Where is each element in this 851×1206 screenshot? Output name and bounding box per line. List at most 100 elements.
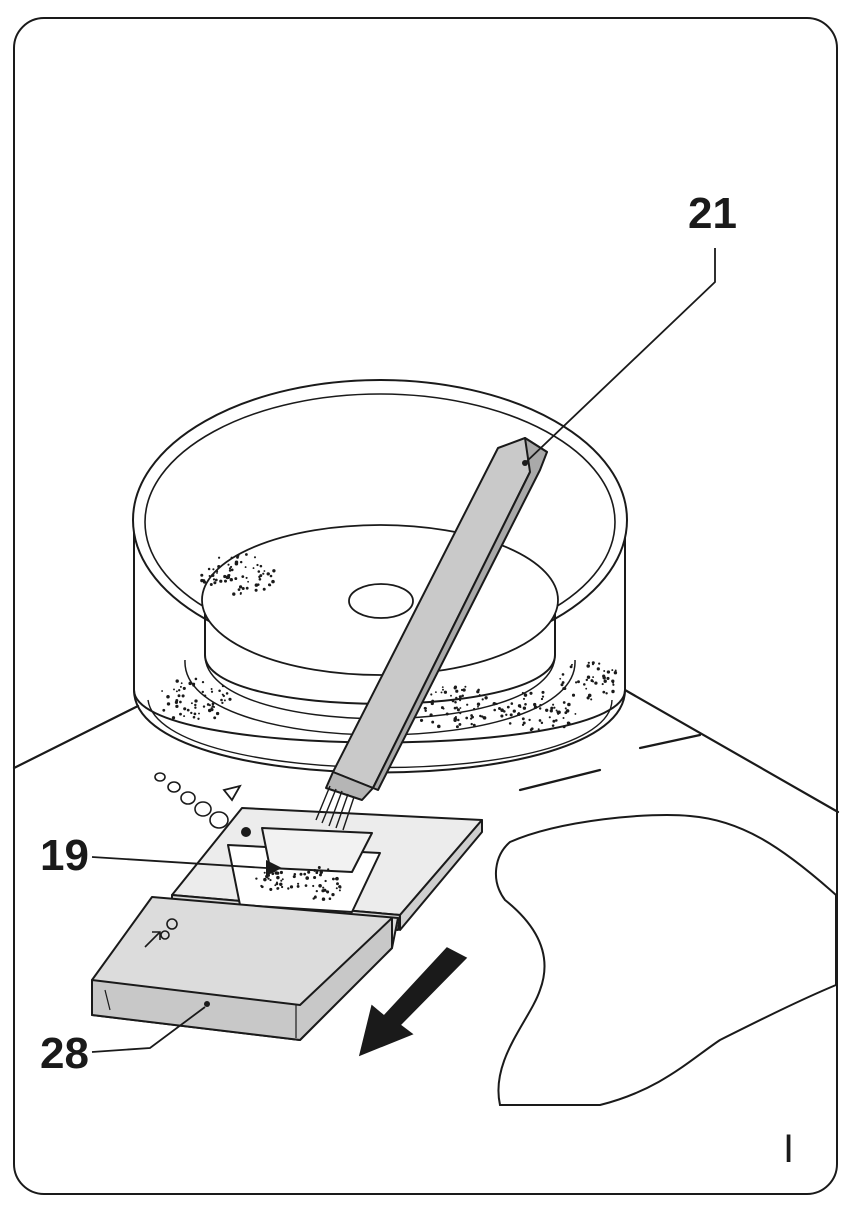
ground-particle [455, 725, 459, 729]
ground-particle [276, 887, 280, 890]
ground-particle [210, 707, 213, 710]
ground-particle [268, 584, 272, 587]
grounds-drawer [91, 896, 399, 1041]
ground-particle [190, 711, 193, 715]
ground-particle [312, 884, 315, 888]
ground-particle [500, 708, 504, 712]
page-frame [13, 17, 838, 1195]
ground-particle [562, 701, 566, 704]
ground-particle [192, 715, 196, 719]
ground-particle [293, 873, 297, 876]
ground-particle [540, 697, 544, 701]
ground-particle [470, 722, 473, 726]
ground-particle [611, 689, 615, 694]
ground-particle [179, 700, 182, 704]
center-hole [348, 583, 414, 619]
ground-particle [455, 706, 458, 709]
ground-particle [180, 682, 183, 685]
ground-particle [207, 708, 212, 713]
ground-particle [585, 687, 588, 690]
ground-particle [512, 709, 516, 713]
ground-particle [254, 588, 258, 592]
ground-particle [606, 670, 611, 674]
ground-particle [275, 881, 279, 884]
ground-particle [603, 679, 607, 683]
ground-particle [162, 708, 166, 712]
ground-particle [217, 565, 221, 569]
ground-particle [517, 711, 520, 714]
ground-particle [451, 699, 455, 703]
ground-particle [269, 887, 273, 891]
ground-particle [453, 685, 458, 689]
ground-particle [305, 876, 309, 880]
ground-particle [319, 870, 323, 874]
ground-particle [326, 890, 330, 894]
ground-particle [505, 713, 508, 716]
ground-particle [213, 716, 217, 720]
ground-particle [583, 683, 586, 686]
ground-particle [437, 724, 441, 729]
ground-particle [239, 560, 243, 564]
ground-particle [508, 722, 512, 725]
ground-particle [482, 716, 487, 720]
ground-particle [548, 716, 551, 719]
ground-particle [510, 702, 514, 705]
ground-particle [280, 885, 284, 889]
ground-particle [476, 690, 480, 694]
leader-lines [91, 248, 716, 1053]
ground-particle [307, 870, 311, 874]
ground-particle [177, 694, 181, 698]
ground-particle [533, 705, 538, 709]
ground-particle [234, 560, 239, 564]
ground-particle [228, 697, 232, 701]
ground-particle [564, 707, 567, 710]
ground-particle [484, 696, 488, 700]
ground-particle [274, 884, 277, 887]
ground-particle [296, 884, 300, 888]
ground-particle [271, 872, 275, 876]
ground-particle [591, 680, 595, 683]
ground-particle [561, 673, 565, 676]
ground-particle [319, 873, 322, 877]
ground-particle [198, 712, 200, 715]
ground-particle [587, 661, 590, 664]
ground-particle [213, 706, 216, 708]
ground-particle [203, 694, 207, 698]
ground-particle [431, 720, 435, 724]
ground-particle [500, 714, 504, 718]
ground-particle [213, 581, 217, 585]
ground-particle [538, 707, 542, 710]
ground-particle [178, 689, 181, 692]
ground-particle [217, 556, 221, 559]
ground-particle [577, 680, 580, 684]
ground-particle [495, 702, 498, 706]
ground-particle [234, 577, 238, 581]
ground-particle [313, 875, 317, 880]
ground-particle [545, 708, 549, 712]
ground-particle [602, 674, 606, 678]
ground-particle [166, 702, 171, 706]
ground-particle [220, 698, 223, 702]
ground-particle [175, 679, 179, 683]
ground-particle [303, 872, 307, 876]
ground-particle [257, 583, 260, 586]
ground-particle [464, 685, 467, 688]
ground-particle [571, 693, 576, 697]
ground-particle [211, 702, 215, 706]
ground-particle [591, 661, 595, 665]
ground-particle [569, 665, 573, 669]
ground-particle [441, 686, 444, 688]
ground-particle [179, 685, 182, 688]
ground-particle [229, 578, 233, 582]
ground-particle [430, 701, 434, 706]
ground-particle [175, 690, 178, 693]
ground-particle [440, 691, 443, 694]
ground-particle [262, 572, 265, 575]
ground-particle [219, 579, 223, 583]
ground-particle [586, 696, 590, 700]
ground-particle [223, 699, 226, 702]
ground-particle [258, 577, 262, 581]
ground-particle [551, 724, 555, 727]
ground-particle [611, 669, 614, 672]
ground-particle [186, 708, 190, 712]
